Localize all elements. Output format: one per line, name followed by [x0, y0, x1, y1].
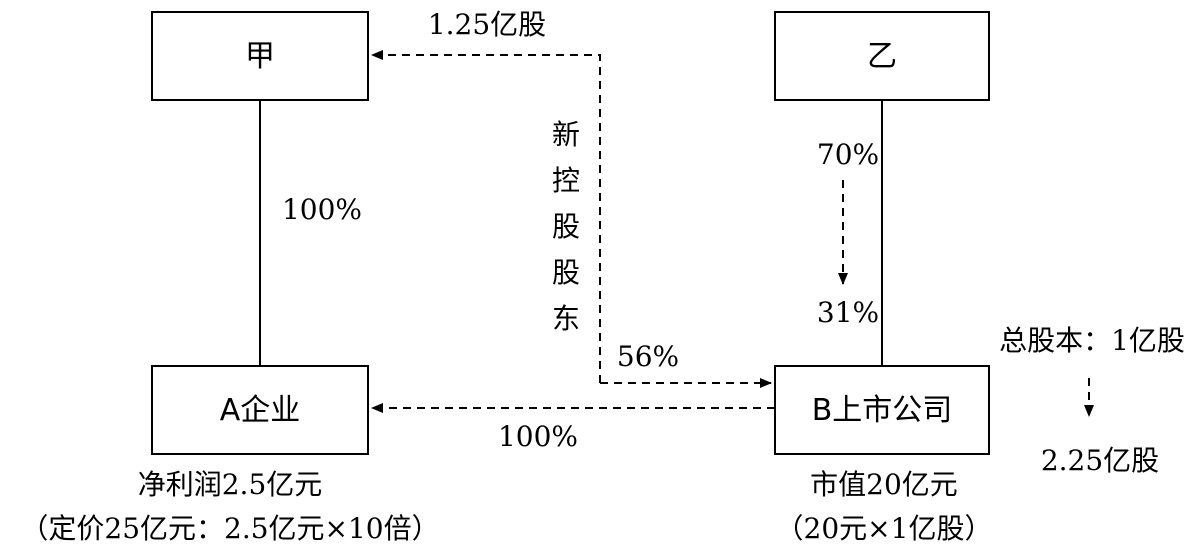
- label-b-market-value-calc: （20元×1亿股）: [776, 512, 993, 545]
- new-controller-char: 股: [552, 256, 580, 289]
- box-a-enterprise: A企业: [151, 365, 369, 455]
- label-total-capital-after: 2.25亿股: [1041, 444, 1159, 477]
- new-controller-char: 东: [552, 302, 580, 335]
- label-a-pricing: （定价25亿元：2.5亿元×10倍）: [20, 512, 439, 545]
- box-jia: 甲: [151, 11, 369, 101]
- label-jia-a-pct: 100%: [282, 193, 362, 226]
- new-controller-char: 控: [552, 164, 580, 197]
- label-jia-b-shares: 1.25亿股: [428, 8, 546, 41]
- box-jia-label: 甲: [245, 39, 275, 74]
- box-yi-label: 乙: [867, 39, 897, 74]
- dashed-line-b-to-jia: [371, 50, 601, 383]
- new-controller-char: 股: [552, 210, 580, 243]
- label-yi-b-after: 31%: [817, 296, 879, 329]
- new-controller-char: 新: [552, 118, 580, 151]
- label-jia-b-pct: 56%: [617, 340, 679, 373]
- label-total-capital: 总股本：1亿股: [999, 324, 1185, 357]
- box-b-listed: B上市公司: [774, 365, 990, 455]
- box-a-enterprise-label: A企业: [220, 393, 301, 428]
- label-yi-b-before: 70%: [817, 138, 879, 171]
- label-b-market-value: 市值20亿元: [810, 468, 958, 501]
- label-a-profit: 净利润2.5亿元: [138, 468, 323, 501]
- box-b-listed-label: B上市公司: [812, 393, 953, 428]
- label-new-controlling-shareholder: 新 控 股 股 东: [552, 118, 580, 335]
- box-yi: 乙: [774, 11, 990, 101]
- label-b-a-pct: 100%: [498, 420, 578, 453]
